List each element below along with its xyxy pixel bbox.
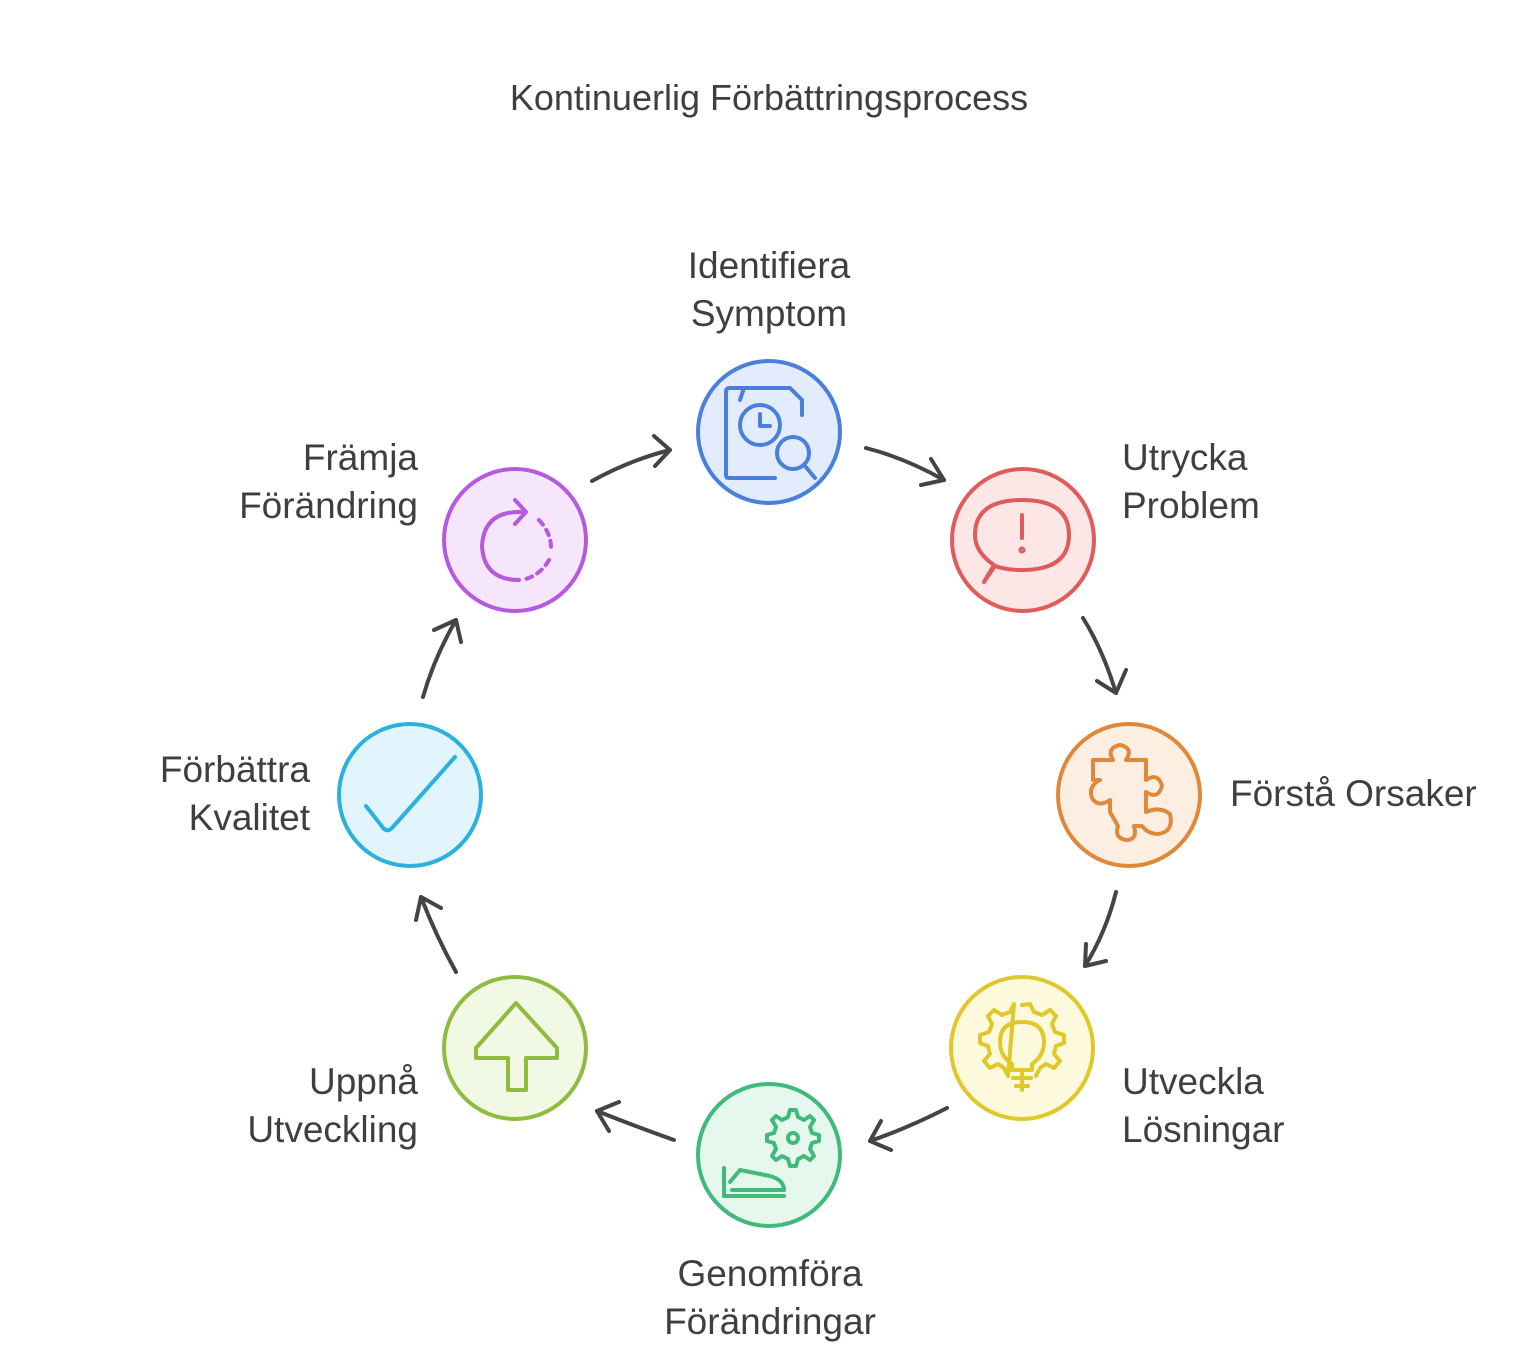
step-5-label: Genomföra Förändringar — [664, 1253, 876, 1342]
step-1-node — [696, 359, 842, 505]
step-7-circle — [337, 722, 483, 868]
step-2-label: Utrycka Problem — [1122, 437, 1260, 526]
step-3-node — [1056, 722, 1202, 868]
step-8-label: Främja Förändring — [239, 437, 418, 526]
checkmark-icon — [364, 755, 457, 833]
diagram-title: Kontinuerlig Förbättringsprocess — [509, 77, 1029, 118]
step-6-label: Uppnå Utveckling — [247, 1061, 418, 1150]
step-6-node — [442, 975, 588, 1121]
arrow-2-to-3 — [1081, 616, 1128, 695]
step-3-label: Förstå Orsaker — [1230, 773, 1477, 814]
refresh-icon — [480, 498, 554, 582]
arrow-4-to-5 — [868, 1106, 949, 1152]
step-8-circle — [442, 467, 588, 613]
step-4-node — [949, 975, 1095, 1121]
arrow-1-to-2 — [864, 446, 946, 487]
step-5-node — [696, 1082, 842, 1228]
arrow-6-to-7 — [414, 895, 458, 974]
cycle-arrows — [414, 434, 1128, 1152]
step-3-circle — [1056, 722, 1202, 868]
step-7-label: Förbättra Kvalitet — [159, 749, 310, 838]
lightbulb-gear-icon — [978, 1002, 1066, 1092]
step-5-circle — [696, 1082, 842, 1228]
step-1-circle — [696, 359, 842, 505]
gear-hand-icon — [722, 1108, 821, 1198]
arrow-5-to-6 — [595, 1100, 676, 1142]
step-7-node — [337, 722, 483, 868]
step-4-label: Utveckla Lösningar — [1122, 1061, 1285, 1150]
puzzle-piece-icon — [1089, 743, 1173, 842]
speech-bubble-exclamation-icon — [973, 498, 1071, 584]
arrow-8-to-1 — [590, 434, 672, 483]
step-4-circle — [949, 975, 1095, 1121]
arrow-up-icon — [474, 1001, 559, 1092]
step-2-node — [950, 467, 1096, 613]
step-8-node — [442, 467, 588, 613]
step-2-circle — [950, 467, 1096, 613]
document-search-icon — [724, 386, 817, 480]
step-6-circle — [442, 975, 588, 1121]
arrow-3-to-4 — [1083, 890, 1118, 968]
arrow-7-to-8 — [421, 618, 463, 699]
step-1-label: Identifiera Symptom — [687, 245, 851, 334]
